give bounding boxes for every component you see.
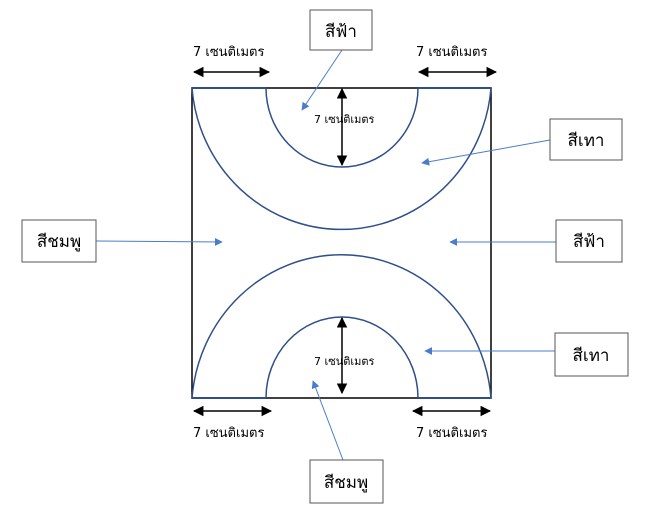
dimension-label-top-right: 7 เซนติเมตร [416, 45, 487, 60]
dimension-label-inner-bottom: 7 เซนติเมตร [314, 355, 375, 368]
dimension-label-inner-top: 7 เซนติเมตร [314, 113, 375, 126]
callout-right-middle-label: สีฟ้า [573, 232, 605, 252]
bottom-large-semicircle [191, 254, 492, 399]
callout-top-label: สีฟ้า [325, 22, 357, 42]
pointer-right-upper [421, 139, 551, 166]
callout-bottom: สีชมพู [309, 459, 384, 504]
callout-right-upper: สีเทา [549, 118, 623, 161]
callout-top: สีฟ้า [309, 9, 373, 51]
pointer-left [95, 237, 223, 246]
dimension-label-top-left: 7 เซนติเมตร [193, 45, 264, 60]
dimension-label-bottom-right: 7 เซนติเมตร [416, 426, 487, 441]
callout-left-label: สีชมพู [37, 232, 81, 252]
callout-right-lower-label: สีเทา [573, 346, 610, 366]
callout-bottom-label: สีชมพู [324, 473, 368, 493]
pointer-top [301, 49, 343, 111]
dimension-label-bottom-left: 7 เซนติเมตร [193, 426, 264, 441]
top-small-semicircle [265, 87, 419, 168]
callout-right-lower: สีเทา [554, 332, 629, 377]
callout-right-upper-label: สีเทา [568, 131, 605, 151]
pointer-bottom [311, 380, 344, 461]
callout-right-middle: สีฟ้า [555, 219, 623, 263]
callout-left: สีชมพู [21, 219, 97, 263]
